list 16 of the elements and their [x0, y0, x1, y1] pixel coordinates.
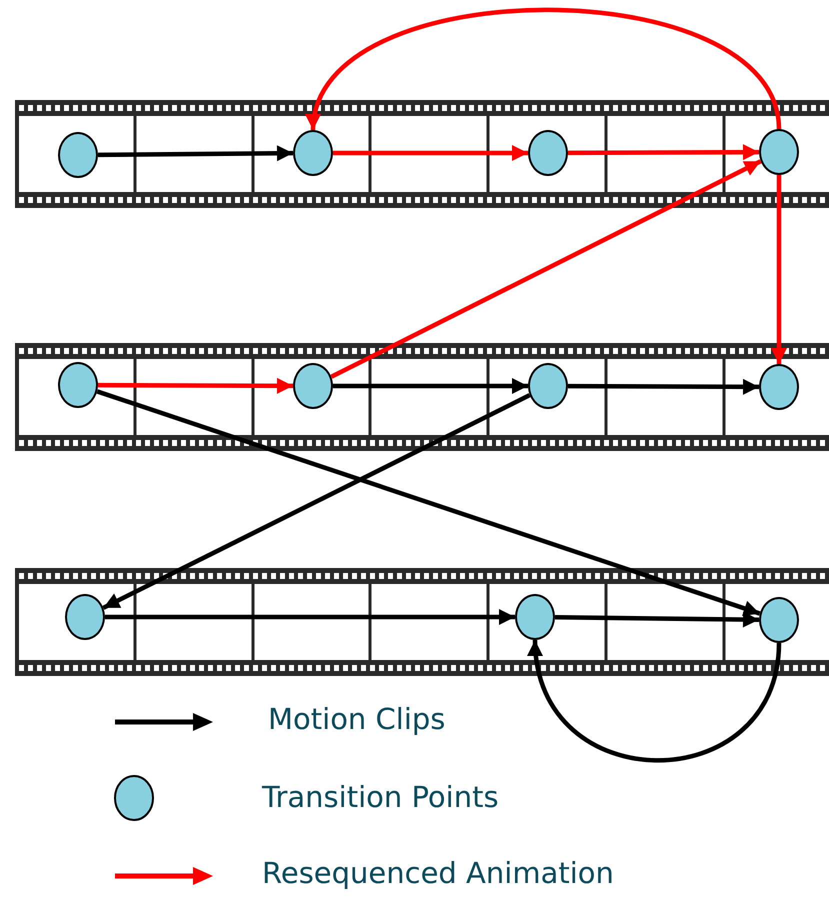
- resequenced-arrow: [771, 175, 787, 364]
- motion-clip-arrow: [96, 389, 761, 616]
- motion-clip-arrow: [333, 378, 528, 394]
- legend-label: Motion Clips: [268, 702, 446, 736]
- resequenced-arrow: [568, 144, 760, 160]
- motion-clip-arrow: [529, 640, 782, 763]
- legend-label: Resequenced Animation: [262, 856, 614, 890]
- resequenced-arrow: [98, 378, 294, 394]
- motion-clip-arrow: [105, 609, 515, 625]
- resequenced-arrow: [330, 159, 762, 379]
- resequenced-arrow: [333, 145, 528, 161]
- legend-label: Transition Points: [262, 780, 499, 814]
- motion-clip-arrow: [98, 145, 294, 162]
- motion-clip-arrow: [102, 393, 531, 610]
- motion-clip-arrow: [568, 378, 760, 395]
- motion-clip-arrow: [554, 612, 760, 628]
